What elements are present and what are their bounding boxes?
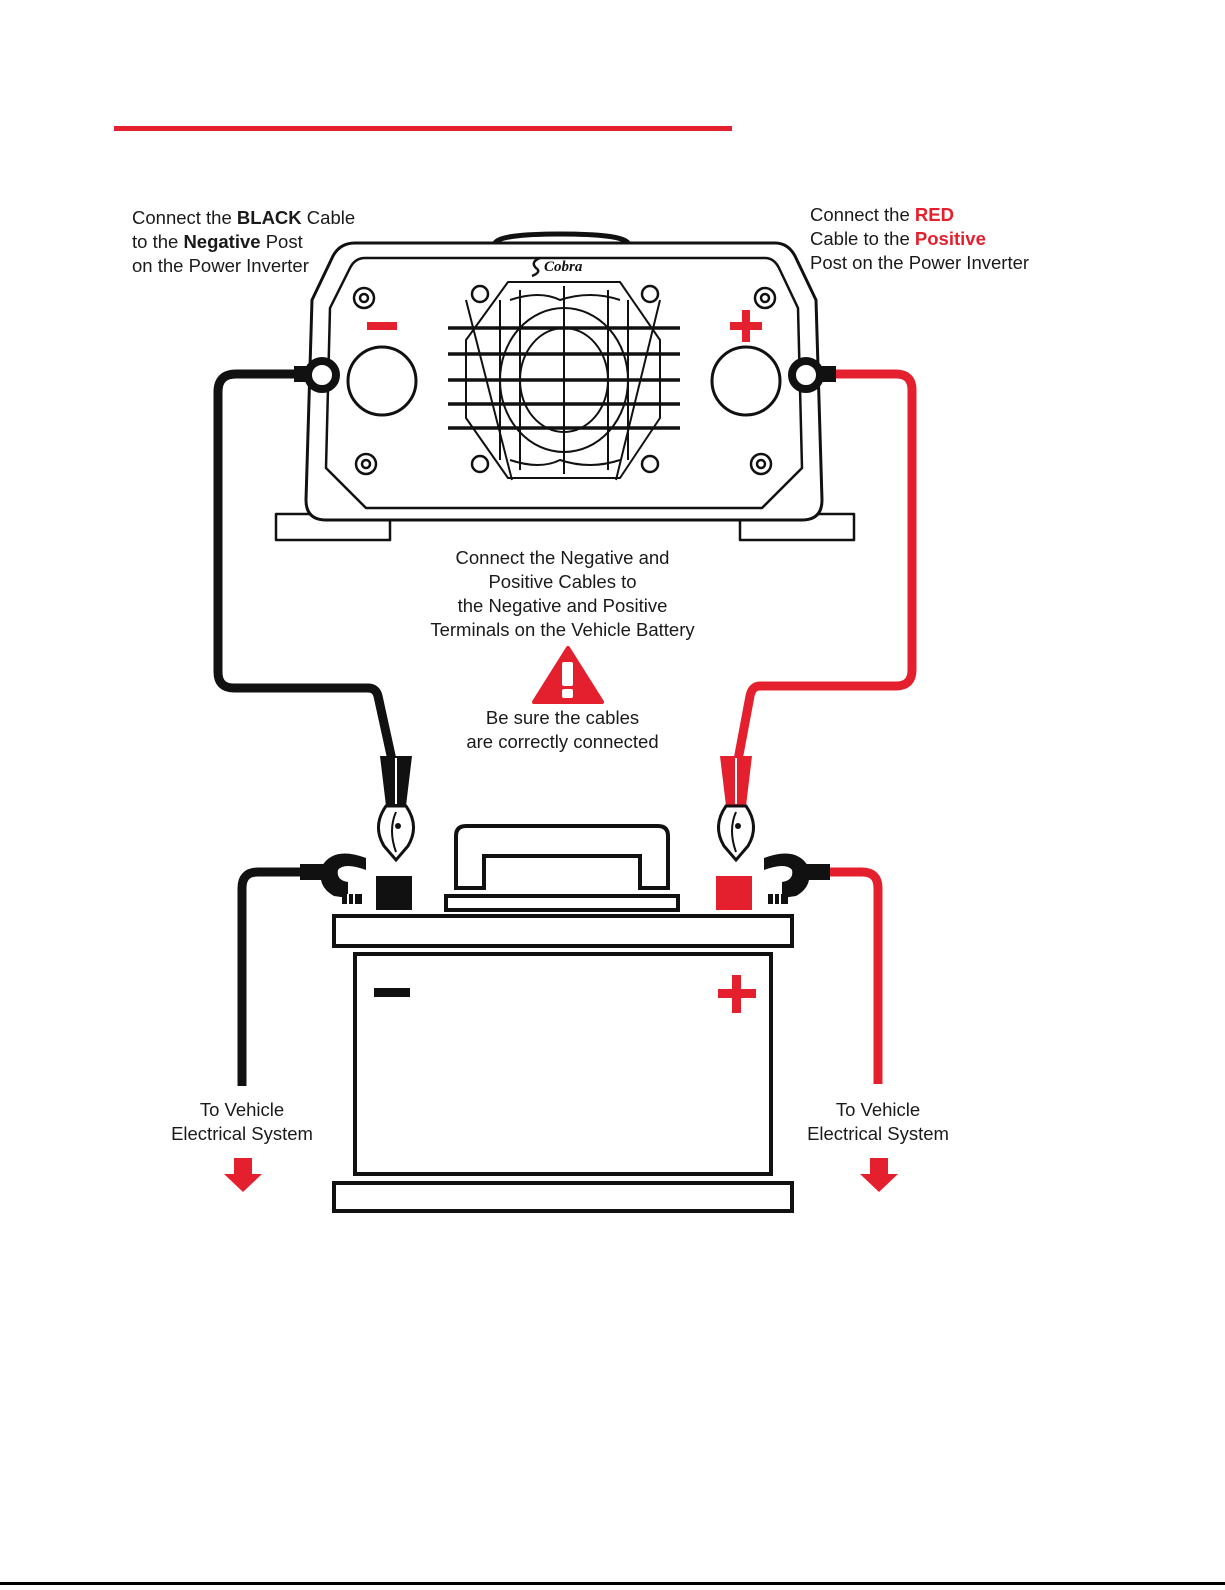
red-cable-inverter <box>733 369 917 761</box>
battery-handle-base <box>444 894 680 912</box>
inverter-negative-ring-terminal <box>294 357 340 393</box>
brand-logo-cobra-icon <box>531 256 541 278</box>
battery-negative-mark <box>374 988 410 997</box>
down-arrow-icon-left <box>224 1158 262 1192</box>
battery-body <box>353 952 773 1176</box>
header-red-rule <box>114 126 732 131</box>
down-arrow-icon-right <box>860 1158 898 1192</box>
inverter-negative-mark <box>367 322 397 330</box>
battery-lid <box>332 914 794 948</box>
label-warning: Be sure the cables are correctly connect… <box>466 707 659 752</box>
label-black-cable: Connect the BLACK Cable to the Negative … <box>132 207 356 276</box>
battery-positive-cable-clamp <box>764 853 830 904</box>
black-cable-inverter <box>213 369 397 761</box>
vehicle-battery <box>332 824 794 1213</box>
battery-positive-terminal <box>716 876 752 910</box>
inverter-top-knob <box>492 231 631 245</box>
red-alligator-clamp <box>717 756 755 863</box>
inverter-grille-diag-left <box>465 299 513 481</box>
inverter-positive-ring-terminal <box>788 357 836 393</box>
power-inverter <box>274 231 856 542</box>
label-vehicle-right: To Vehicle Electrical System <box>807 1099 949 1144</box>
inverter-screws <box>352 284 777 476</box>
inverter-negative-post <box>346 345 418 417</box>
inverter-positive-post <box>710 345 782 417</box>
inverter-grille-diag-right <box>615 299 661 481</box>
page-bottom-rule <box>0 1582 1225 1585</box>
black-cable-vehicle <box>237 867 300 1086</box>
label-battery-connect: Connect the Negative and Positive Cables… <box>430 547 695 640</box>
red-cable-vehicle <box>826 867 883 1084</box>
battery-negative-cable-clamp <box>300 853 366 904</box>
label-vehicle-left: To Vehicle Electrical System <box>171 1099 313 1144</box>
battery-base <box>332 1181 794 1213</box>
battery-negative-terminal <box>376 876 412 910</box>
warning-icon <box>532 646 604 704</box>
label-red-cable: Connect the RED Cable to the Positive Po… <box>810 204 1030 273</box>
battery-positive-mark <box>718 975 756 1013</box>
inverter-positive-mark <box>730 310 762 342</box>
black-alligator-clamp <box>377 756 415 863</box>
brand-logo: Cobra <box>544 259 583 275</box>
battery-handle <box>454 824 670 890</box>
